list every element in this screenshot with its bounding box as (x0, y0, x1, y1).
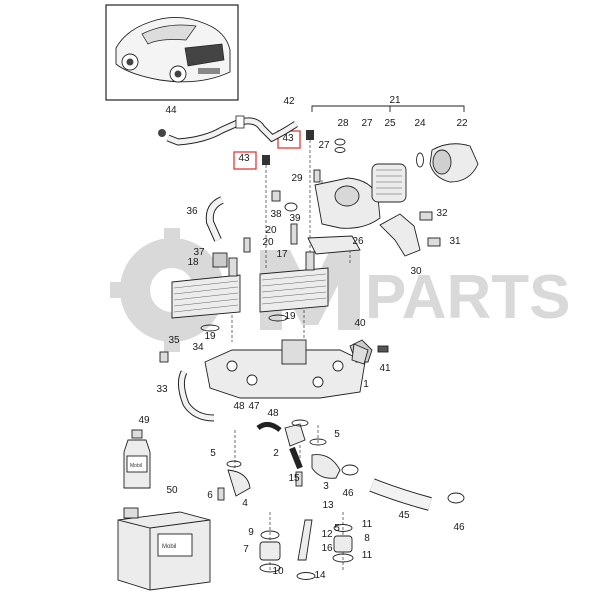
part-number-label: 10 (272, 566, 284, 577)
part-number-label: 20 (262, 237, 274, 248)
part-number-label: 40 (354, 318, 366, 329)
part-number-label: 18 (187, 257, 199, 268)
part-number-label: 19 (284, 311, 296, 322)
part-number-label: 4 (242, 498, 248, 509)
part-number-label: 5 (334, 429, 340, 440)
part-number-label: 7 (243, 544, 249, 555)
part-number-label: 20 (265, 225, 277, 236)
part-number-label: 48 (267, 408, 279, 419)
part-number-label: 2 (273, 448, 279, 459)
part-number-label: 3 (323, 481, 329, 492)
part-number-label: 47 (248, 401, 260, 412)
oil-filter-housing (307, 138, 479, 257)
part-number-label: 31 (449, 236, 461, 247)
callout-labels: 1234555678910111112131415161718191920202… (138, 95, 468, 581)
part-number-label: 50 (166, 485, 178, 496)
part-number-label: 11 (362, 519, 373, 530)
coolant-hose-fill (206, 197, 224, 242)
coolant-hose (158, 115, 314, 165)
part-number-label: 19 (204, 331, 216, 342)
part-number-label: 48 (233, 401, 245, 412)
part-number-label: 9 (248, 527, 254, 538)
part-number-label: 11 (362, 550, 373, 561)
part-number-label: 5 (210, 448, 216, 459)
part-number-label: 35 (168, 335, 180, 346)
part-number-label: 45 (398, 510, 410, 521)
part-number-label: 46 (453, 522, 465, 533)
part-number-label: 44 (165, 105, 177, 116)
part-number-label: 17 (276, 249, 288, 260)
part-number-label: 22 (456, 118, 468, 129)
small-parts (159, 169, 465, 504)
group-bracket-21 (311, 105, 465, 112)
part-number-label: 42 (283, 96, 295, 107)
part-number-label: 32 (436, 208, 448, 219)
oil-bottle: Mobil (123, 429, 151, 489)
part-number-label: 12 (321, 529, 333, 540)
part-number-label: 13 (322, 500, 334, 511)
plugs-and-seals (259, 519, 354, 580)
coolant-hose-fill (178, 370, 215, 421)
part-number-label: 29 (291, 173, 303, 184)
watermark-text: PARTS (365, 263, 571, 332)
part-number-label: 27 (361, 118, 373, 129)
car-thumbnail (105, 4, 239, 101)
part-number-label: 39 (289, 213, 301, 224)
part-number-label: 38 (270, 209, 282, 220)
part-number-label: 5 (334, 523, 340, 534)
part-number-label: 41 (379, 363, 391, 374)
part-number-label: 14 (314, 570, 326, 581)
part-number-label: 36 (186, 206, 198, 217)
part-number-label: 27 (318, 140, 330, 151)
part-number-label: 21 (389, 95, 401, 106)
part-number-label: 37 (193, 247, 205, 258)
part-number-label: 6 (207, 490, 213, 501)
canister-label: Mobil (162, 544, 176, 550)
part-number-label: 26 (352, 236, 364, 247)
part-number-label: 1 (363, 379, 369, 390)
part-number-label: 43 (282, 133, 294, 144)
part-number-label: 33 (156, 384, 168, 395)
part-number-label: 49 (138, 415, 150, 426)
base-plate (204, 339, 373, 399)
part-number-label: 8 (364, 533, 370, 544)
oil-coolers (171, 251, 329, 332)
part-number-label: 15 (288, 473, 300, 484)
part-number-label: 43 (238, 153, 250, 164)
part-number-label: 28 (337, 118, 349, 129)
part-number-label: 25 (384, 118, 396, 129)
oil-canister: Mobil (117, 507, 211, 591)
coolant-hose-fill (369, 479, 432, 510)
highlight-box (233, 151, 257, 170)
part-number-label: 34 (192, 342, 204, 353)
part-number-label: 30 (410, 266, 422, 277)
part-number-label: 24 (414, 118, 426, 129)
bottle-label: Mobil (130, 463, 142, 469)
part-number-label: 46 (342, 488, 354, 499)
part-number-label: 16 (321, 543, 333, 554)
